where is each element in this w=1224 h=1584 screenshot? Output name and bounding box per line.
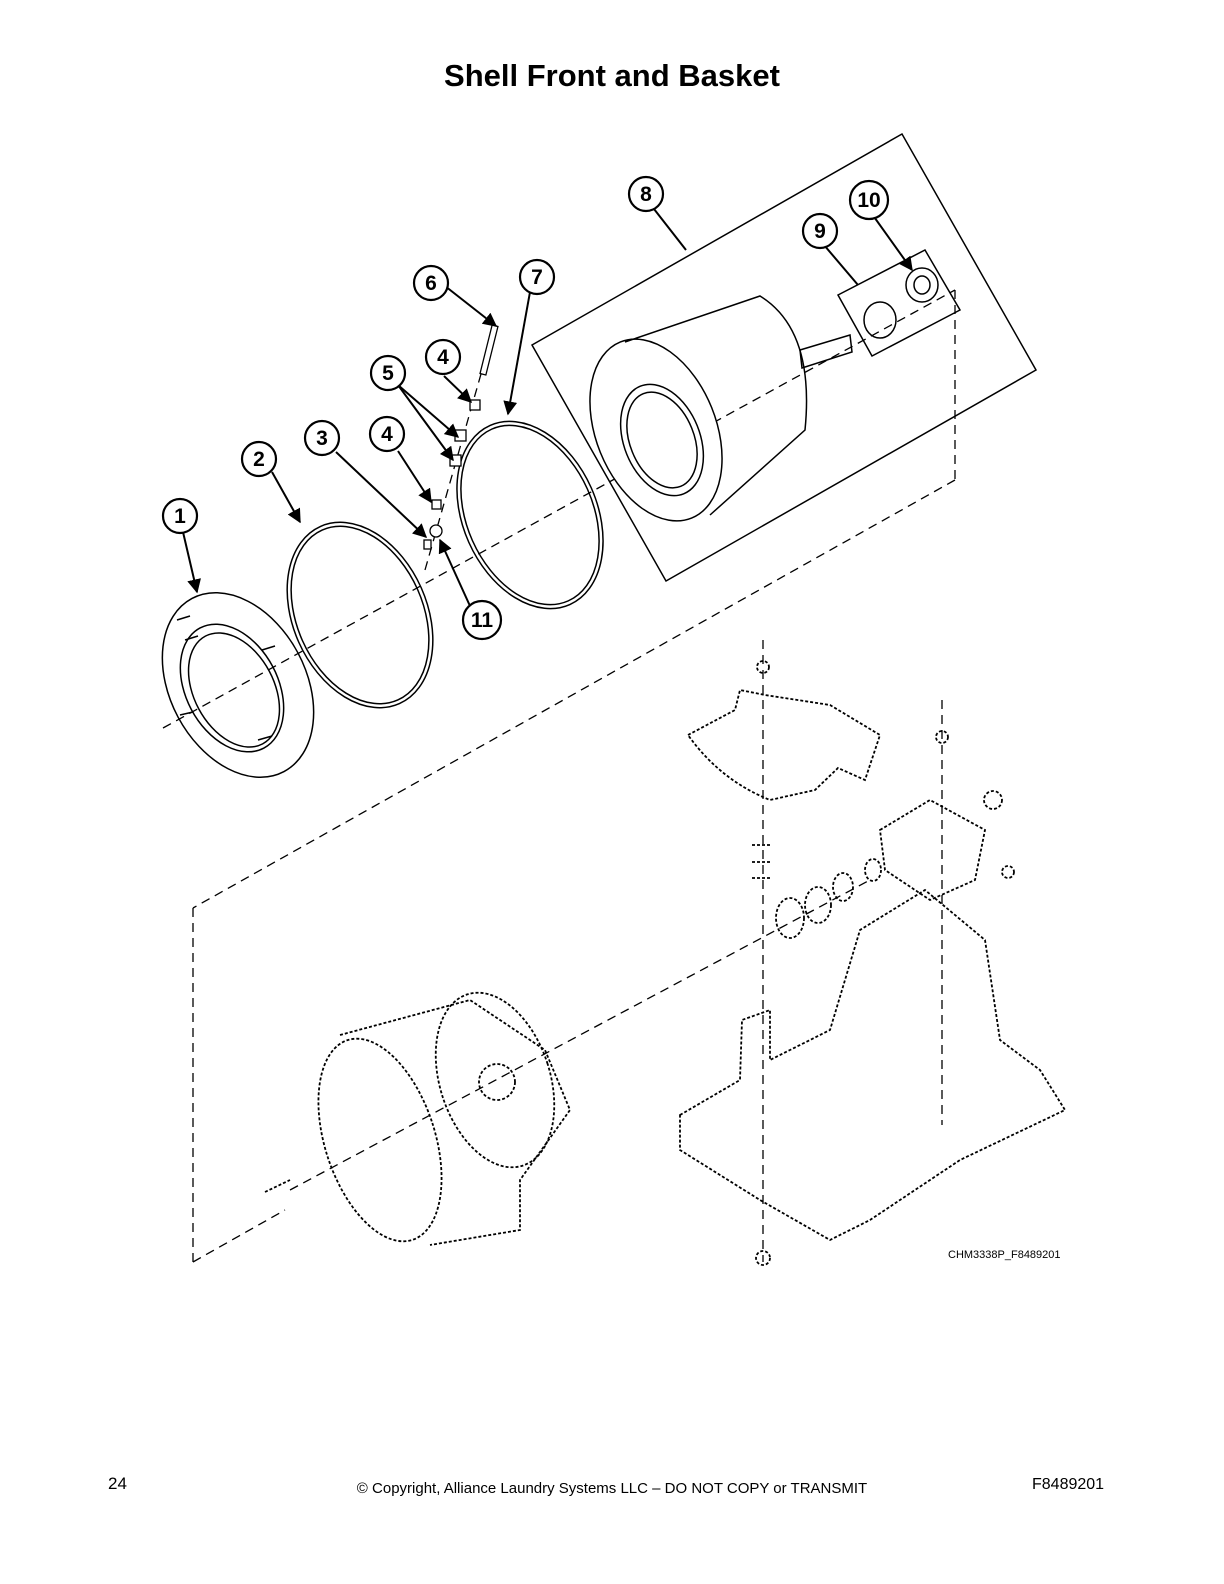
page-number: 24 — [108, 1474, 127, 1493]
document-code: F8489201 — [1032, 1476, 1105, 1493]
callout-10: 10 — [857, 189, 880, 212]
part-callouts: 1 2 3 4 4 5 6 7 8 9 10 11 — [161, 175, 913, 641]
callout-7: 7 — [531, 266, 543, 289]
callout-4a: 4 — [381, 423, 393, 446]
callout-2: 2 — [253, 448, 265, 471]
callout-11: 11 — [471, 609, 494, 632]
fastener-hardware — [423, 324, 499, 550]
assembly-axis-lines — [162, 289, 956, 1263]
copyright-notice: © Copyright, Alliance Laundry Systems LL… — [356, 1480, 868, 1497]
basket-group — [530, 132, 1038, 583]
callout-1: 1 — [174, 505, 186, 528]
clamp-ring — [456, 420, 604, 610]
callout-4b: 4 — [437, 346, 449, 369]
retaining-ring — [286, 521, 434, 709]
callout-5: 5 — [382, 362, 394, 385]
callout-3: 3 — [316, 427, 328, 450]
callout-9: 9 — [814, 220, 826, 243]
callout-6: 6 — [425, 272, 437, 295]
figure-id: CHM3338P_F8489201 — [948, 1249, 1061, 1261]
page-title: Shell Front and Basket — [444, 58, 780, 93]
callout-8: 8 — [640, 183, 652, 206]
shell-and-frame-assembly — [264, 660, 1067, 1266]
shell-front — [161, 592, 315, 778]
